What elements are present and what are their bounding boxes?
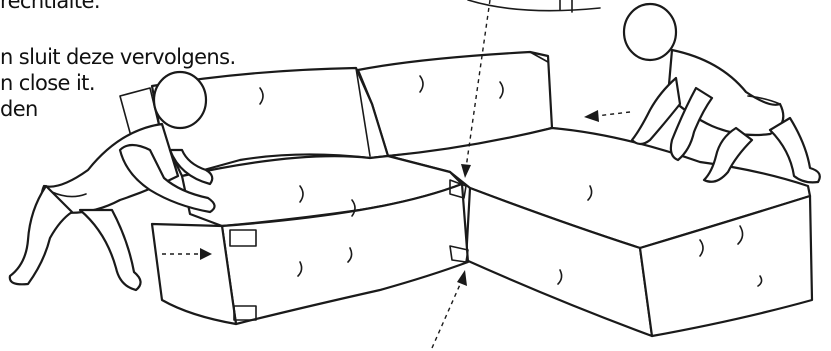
connector-arrow-bottom [432,270,467,348]
hanging-fixture [468,0,600,12]
push-arrow-right-module [584,110,630,122]
